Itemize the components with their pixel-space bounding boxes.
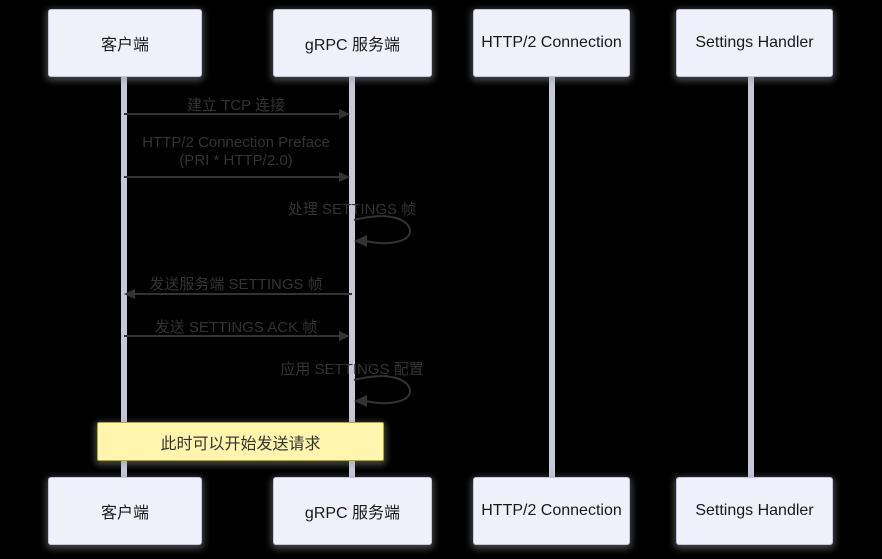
arrowhead-right-icon — [339, 109, 350, 119]
participant-box-settings-handler-top: Settings Handler — [676, 9, 833, 77]
message-label-preface-line1: HTTP/2 Connection Preface — [142, 134, 330, 151]
lifeline-http2-connection — [549, 77, 555, 478]
participant-box-grpc-server-bottom: gRPC 服务端 — [273, 477, 432, 545]
message-label-preface-line2: (PRI * HTTP/2.0) — [179, 152, 293, 169]
message-label-apply-settings: 应用 SETTINGS 配置 — [280, 361, 424, 378]
message-label-tcp-connect: 建立 TCP 连接 — [186, 97, 286, 114]
participant-box-client-top: 客户端 — [48, 9, 202, 77]
participant-box-http2-connection-top: HTTP/2 Connection — [473, 9, 630, 77]
self-loop-arrow-icon — [353, 375, 412, 407]
message-label-server-settings: 发送服务端 SETTINGS 帧 — [149, 276, 323, 293]
message-line — [124, 335, 341, 337]
self-loop-arrow-icon — [353, 215, 412, 247]
arrowhead-right-icon — [339, 172, 350, 182]
lifeline-client — [121, 77, 127, 478]
arrowhead-left-icon — [124, 289, 135, 299]
message-line — [124, 113, 341, 115]
participant-box-grpc-server-top: gRPC 服务端 — [273, 9, 432, 77]
message-label-process-settings: 处理 SETTINGS 帧 — [287, 201, 417, 218]
participant-box-client-bottom: 客户端 — [48, 477, 202, 545]
note-can-send-requests: 此时可以开始发送请求 — [97, 422, 384, 461]
arrowhead-right-icon — [339, 331, 350, 341]
lifeline-grpc-server — [349, 77, 355, 478]
participant-box-settings-handler-bottom: Settings Handler — [676, 477, 833, 545]
message-line — [134, 293, 352, 295]
message-line — [124, 176, 341, 178]
message-label-settings-ack: 发送 SETTINGS ACK 帧 — [154, 319, 318, 336]
participant-box-http2-connection-bottom: HTTP/2 Connection — [473, 477, 630, 545]
lifeline-settings-handler — [748, 77, 754, 478]
